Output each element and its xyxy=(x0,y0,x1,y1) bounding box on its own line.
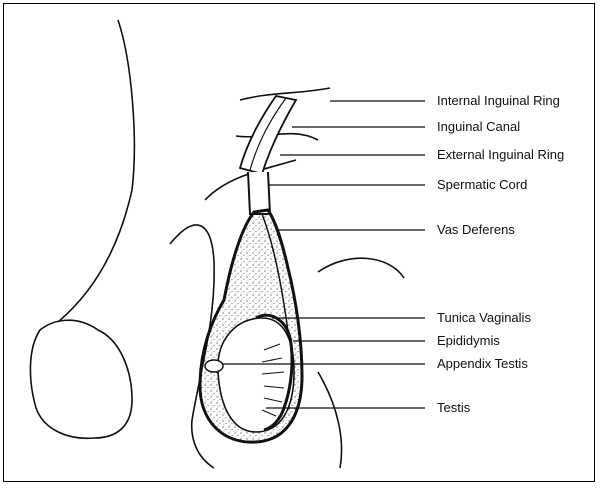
figure-border xyxy=(3,3,595,482)
